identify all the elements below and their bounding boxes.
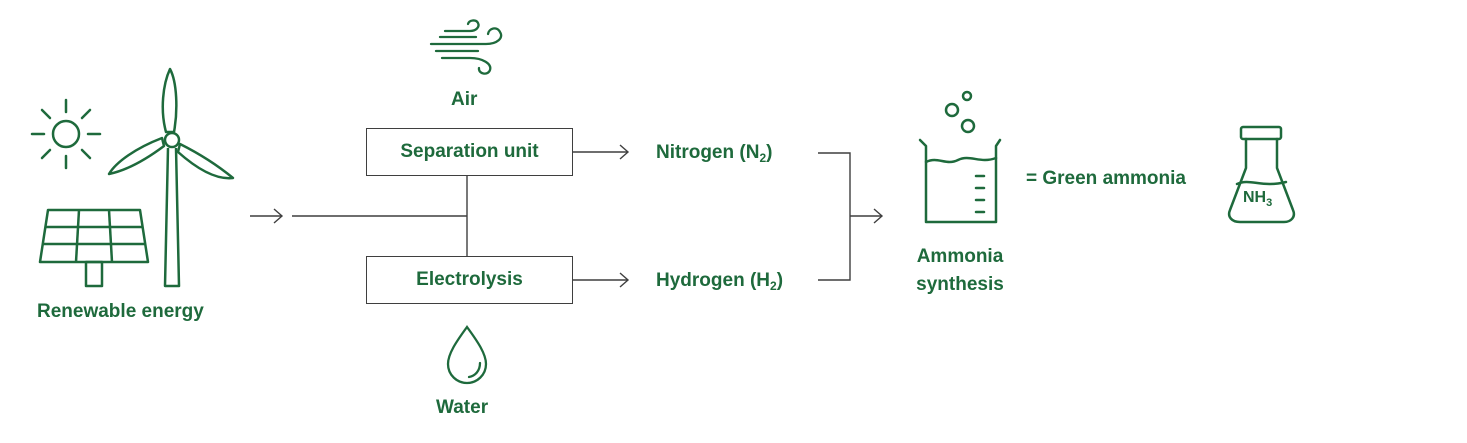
hydrogen-subscript: 2 xyxy=(770,279,777,293)
nh3-text: NH xyxy=(1243,189,1267,206)
separation-unit-label: Separation unit xyxy=(400,141,539,162)
green-ammonia-label: = Green ammonia xyxy=(1026,168,1186,189)
wind-turbine-icon xyxy=(107,67,235,288)
beaker-icon xyxy=(918,90,1002,224)
flow-lines xyxy=(250,144,884,288)
nh3-label: NH3 xyxy=(1243,189,1273,209)
water-drop-icon xyxy=(446,325,488,385)
nitrogen-label: Nitrogen (N2) xyxy=(656,142,773,165)
solar-panel-icon xyxy=(38,208,150,288)
synthesis-line-2: synthesis xyxy=(916,274,1004,295)
hydrogen-close: ) xyxy=(776,270,784,291)
wind-icon xyxy=(429,19,503,75)
electrolysis-box: Electrolysis xyxy=(366,256,573,304)
ammonia-synthesis-label: Ammonia synthesis xyxy=(902,243,1018,299)
hydrogen-label: Hydrogen (H2) xyxy=(656,270,784,293)
separation-unit-box: Separation unit xyxy=(366,128,573,176)
water-label: Water xyxy=(436,397,489,418)
hydrogen-text: Hydrogen (H xyxy=(656,270,770,291)
renewable-energy-label: Renewable energy xyxy=(37,301,204,322)
nitrogen-text: Nitrogen (N xyxy=(656,142,760,163)
nh3-subscript: 3 xyxy=(1266,197,1273,209)
nitrogen-close: ) xyxy=(766,142,773,163)
electrolysis-label: Electrolysis xyxy=(416,269,523,290)
synthesis-line-1: Ammonia xyxy=(916,246,1004,267)
flask-icon xyxy=(1227,125,1296,224)
air-label: Air xyxy=(451,89,478,110)
nitrogen-subscript: 2 xyxy=(759,151,767,165)
sun-icon xyxy=(30,98,102,170)
